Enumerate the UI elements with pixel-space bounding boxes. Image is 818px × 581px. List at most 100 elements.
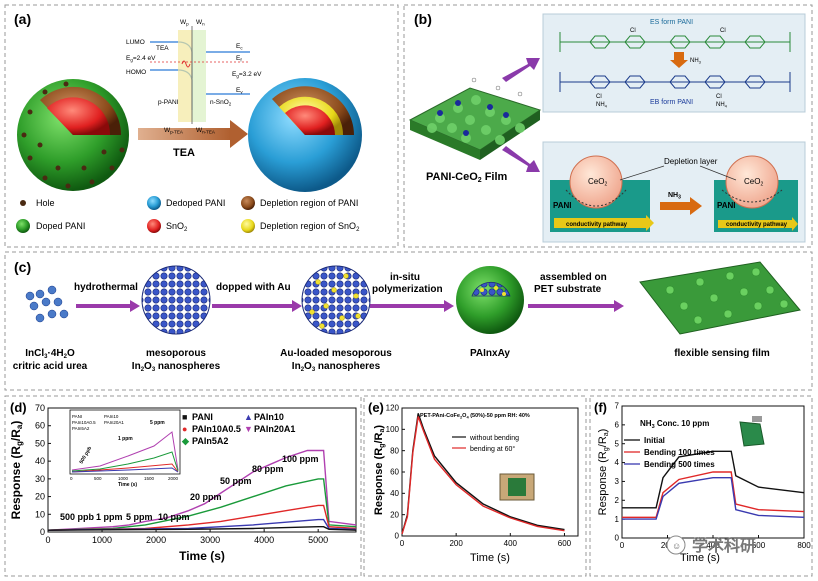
pani-b-label-1: PANI [553,201,572,210]
panel-f-series-initial [622,450,805,509]
arrow-to-depletion [502,146,540,172]
label4: PAInxAy [470,348,510,359]
inset-legend-0: PANI [72,414,82,419]
panel-f-ytick-label-3: 3 [615,477,620,486]
cl-label-3: Cl [596,94,602,100]
legend-initial: Initial [644,436,665,445]
panel-e-ytick-label-4: 80 [390,446,399,455]
panel-f-ytick-label-5: 5 [615,439,620,448]
label2-line2: In2O3 nanospheres [132,361,221,373]
panel-d-series-pain10a0-5 [47,504,357,531]
legend-bending: bending at 60° [470,445,515,453]
inset-legend-2: PAIn10A0.5 [72,420,96,425]
pathway-label-1: conductivity pathway [566,222,628,228]
panel-e-ytick-label-6: 120 [386,404,400,413]
label3-line1: Au-loaded mesoporous [280,348,392,359]
panel-f-ytick-label-0: 0 [615,534,620,543]
hole-legend-label: Hole [36,198,55,208]
nh4-label-1: NH4 [596,102,608,109]
panel-f-ticks: 020040060080001234567 [615,402,812,550]
inset-legend-3: PAIn20A1 [104,420,124,425]
es-eb-box: ES form PANI Cl Cl NH [542,13,806,113]
panel-d-ytick-label-1: 10 [35,509,45,519]
panel-f-xlabel: Time (s) [680,552,720,564]
panel-f-ytick-label-2: 2 [615,496,620,505]
wn-tea-label: Wn-TEA [196,127,215,135]
dedoped-sphere [248,78,362,192]
depl-sno2-legend-swatch [241,219,255,233]
wp-label: Wp [180,19,189,27]
watermark-icon: ☺ [672,541,681,551]
hole-legend-swatch [20,200,26,206]
legend-pain20a1: PAIn20A1 [254,424,295,434]
panel-f-series [622,450,805,520]
legend-pain10: PAIn10 [254,412,284,422]
panel-c-border [4,251,813,391]
label1-line2: critric acid urea [13,361,88,372]
ceo2-label-1: CeO2 [588,177,607,188]
bent-sensor-photo [739,416,765,447]
panel-f: (f) 020040060080001234567 NH3 Conc. 10 p… [589,395,813,577]
step2-label: dopped with Au [216,282,291,293]
panel-c: (c) [4,251,813,391]
sno2-legend-label: SnO2 [166,221,188,233]
depl-pani-legend-label: Depletion region of PANI [260,198,358,208]
panel-b-border [403,4,813,248]
nh3-arrow [660,197,702,215]
label3-line2: In2O3 nanospheres [292,361,381,373]
ceo2-label-2: CeO2 [744,177,763,188]
panel-e-xtick-label-0: 0 [400,539,405,548]
panel-f-label: (f) [594,400,607,415]
panel-d-series [47,449,357,531]
conc-label-0: 500 ppb [60,512,95,522]
panel-f-series-bending-500-times [622,477,805,520]
sensor-photo [499,473,535,501]
legend-bending-500: Bending 500 times [644,460,715,469]
nh4-label-2: NH4 [716,102,728,109]
nh3-b-label: NH3 [690,58,702,65]
panel-d-inset: PANI PAIn10 PAIn10A0.5 PAIn20A1 PAIn5A2 … [69,409,181,488]
panel-a: (a) TEA [4,4,399,248]
cl-label-1: Cl [630,28,636,34]
panel-e-xtick-label-3: 600 [558,539,572,548]
sno2-legend-swatch [147,219,161,233]
pathway-label-2: conductivity pathway [726,222,788,228]
panel-d-border [4,395,362,577]
panel-d-series-pain10 [47,518,357,531]
panel-b-label: (b) [414,11,432,27]
panel-d-xtick-label-0: 0 [45,535,50,545]
panel-d-ytick-label-3: 30 [35,474,45,484]
panel-e-ytick-label-2: 40 [390,489,399,498]
panel-f-xtick-label-4: 800 [797,541,811,550]
product-labels: InCl3·4H2O critric acid urea mesoporous … [13,348,770,373]
panel-d-label: (d) [10,400,27,415]
panel-e-ylabel: Response (Rg/Ra) [373,425,386,515]
panel-e-ytick-label-1: 20 [390,510,399,519]
panel-e-series [401,413,565,535]
arrow-to-es [502,58,540,82]
panel-e-legend: without bending bending at 60° [452,435,519,453]
wp-tea-label: Wp-TEA [164,127,183,135]
conc-label-1: 1 ppm [96,512,123,522]
tea-arrow-label: TEA [173,147,195,159]
panel-d-xtick-label-1: 1000 [92,535,112,545]
panel-f-xtick-label-3: 600 [752,541,766,550]
panel-d-xtick-label-2: 2000 [146,535,166,545]
panel-d-legend: ■ PANI ▲ PAIn10 ● PAIn10A0.5 ▼ PAIn20A1 … [181,412,295,446]
legend-pain10a05-marker: ● [182,424,187,434]
conc-label-6: 80 ppm [252,464,284,474]
panel-d-series-pain20a1 [47,449,357,531]
conc-label-3: 10 ppm [158,512,190,522]
panel-f-title: NH3 Conc. 10 ppm [640,419,709,430]
doped-legend-label: Doped PANI [36,221,85,231]
panel-e-border [363,395,587,577]
nh3-arrow-label: NH3 [668,192,681,201]
label2-line1: mesoporous [146,348,206,359]
panel-d-ytick-label-5: 50 [35,438,45,448]
panel-a-legend: Hole Dedoped PANI Depletion region of PA… [16,196,360,233]
eb-form-label: EB form PANI [650,99,693,106]
panel-e-ytick-label-3: 60 [390,468,399,477]
